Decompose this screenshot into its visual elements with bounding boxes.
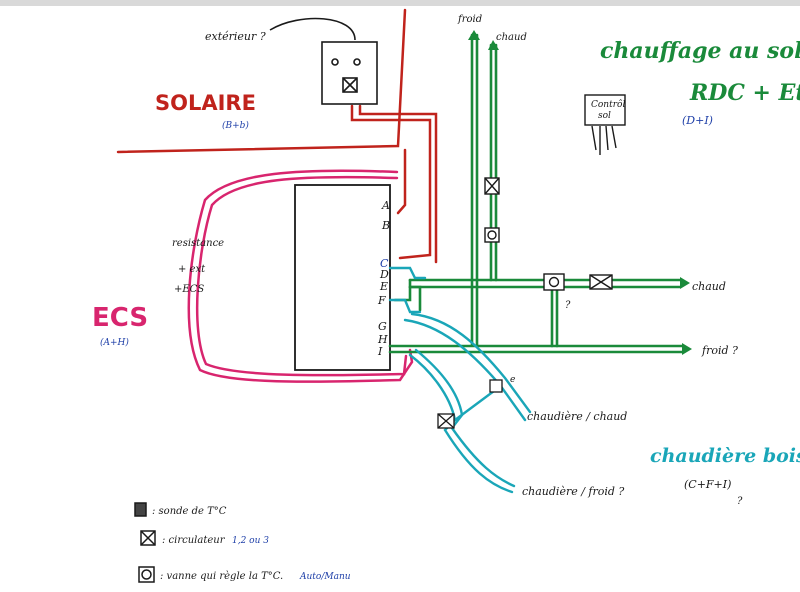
chaudiere-chaud-label: chaudière / chaud	[527, 410, 627, 423]
froid-right-label: froid ?	[701, 344, 738, 357]
solaire-label: SOLAIRE	[155, 91, 256, 115]
legend-valve-extra: Auto/Manu	[299, 572, 351, 582]
chaud-right-label: chaud	[692, 280, 726, 293]
valve-hot-line	[544, 274, 564, 290]
chaudiere-bois-q: ?	[737, 496, 743, 507]
bois-chaud-pipe-a	[405, 320, 525, 420]
solaire-ref: (B+b)	[222, 120, 249, 131]
legend-pump-extra: 1,2 ou 3	[232, 536, 269, 546]
ecs-label: ECS	[92, 303, 148, 333]
ecs-ref: (A+H)	[100, 337, 129, 348]
arrow-right-chaud	[680, 277, 690, 289]
control-sol-wires	[592, 126, 616, 155]
controller-knob-2	[354, 59, 360, 65]
title-line-1: chauffage au sol	[600, 38, 800, 64]
exterieur-label: extérieur ?	[205, 30, 266, 43]
green-arrows	[468, 30, 692, 355]
port-label-e: E	[379, 280, 388, 293]
chaudiere-bois-ref: (C+F+I)	[684, 478, 731, 491]
resistance-label-1: resistance	[172, 238, 224, 249]
port-label-b: B	[381, 219, 390, 232]
port-label-g: G	[378, 320, 387, 333]
storage-tank	[295, 185, 390, 370]
question-mark: ?	[565, 300, 571, 311]
chaudiere-bois-label: chaudière bois	[650, 445, 800, 467]
froid-top-label: froid	[457, 14, 482, 25]
resistance-label-2: + ext	[178, 264, 206, 275]
green-components	[485, 178, 612, 290]
valve-vertical	[485, 228, 499, 242]
port-label-i: I	[377, 345, 383, 358]
solaire-pipe-3	[398, 150, 405, 213]
controller-box	[322, 42, 377, 104]
top-border	[0, 0, 800, 6]
bois-froid-pipe-a	[410, 355, 512, 492]
legend-sensor-text: : sonde de T°C	[152, 506, 227, 517]
solaire-pipe-1	[352, 106, 430, 258]
port-label-f: F	[377, 294, 386, 307]
title-ref: (D+I)	[682, 114, 713, 127]
title-line-2: RDC + Et.	[689, 80, 800, 106]
legend-sensor-symbol	[135, 503, 146, 516]
control-sol-label-1: Contrôl	[591, 99, 625, 110]
small-e-label: e	[510, 375, 515, 385]
bois-components	[438, 380, 502, 428]
floor-heating-circuit	[390, 35, 682, 352]
chaudiere-froid-label: chaudière / froid ?	[522, 485, 624, 498]
port-label-a: A	[381, 199, 390, 212]
chaud-top-label: chaud	[496, 32, 527, 43]
controller-knob-1	[332, 59, 338, 65]
bois-sensor	[490, 380, 502, 392]
controller-wire	[270, 19, 355, 40]
arrow-right-froid	[682, 343, 692, 355]
legend-valve-text: : vanne qui règle la T°C.	[160, 571, 283, 582]
ecs-loop-inner	[197, 177, 406, 375]
resistance-label-3: +ECS	[174, 284, 204, 295]
wood-boiler-circuit	[390, 268, 530, 492]
legend-pump-text: : circulateur	[162, 535, 226, 546]
control-sol-label-2: sol	[598, 111, 611, 121]
outdoor-controller	[270, 19, 377, 104]
